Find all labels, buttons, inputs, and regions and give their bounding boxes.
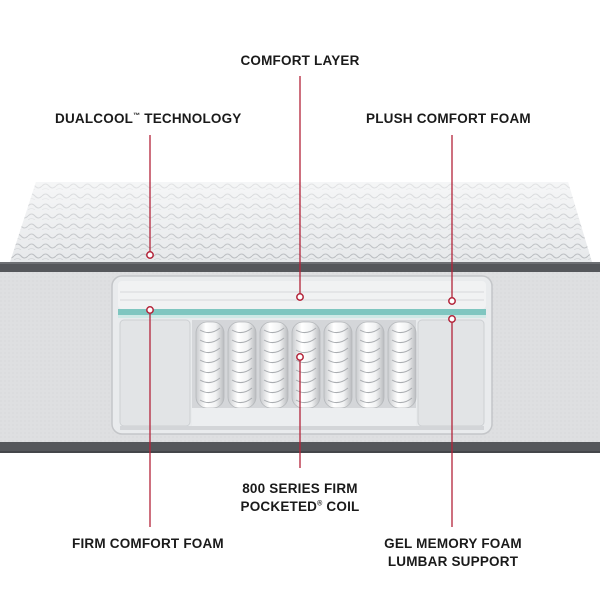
callout-dot-gel-memory-foam — [448, 315, 456, 323]
label-coil: 800 SERIES FIRM POCKETED® COIL — [241, 480, 360, 516]
callout-dot-firm-comfort-foam — [146, 306, 154, 314]
registered-mark: ® — [317, 500, 323, 508]
label-dualcool-rest: TECHNOLOGY — [140, 111, 242, 126]
label-coil-line1: 800 SERIES FIRM — [242, 481, 358, 496]
pocketed-coil — [387, 321, 417, 409]
label-gel-memory-foam: GEL MEMORY FOAM LUMBAR SUPPORT — [384, 535, 522, 571]
cutaway-section — [111, 275, 493, 435]
label-coil-name: POCKETED — [240, 499, 318, 514]
label-plush-comfort-foam-text: PLUSH COMFORT FOAM — [366, 111, 531, 126]
label-coil-line2: POCKETED® COIL — [241, 498, 360, 516]
label-firm-comfort-foam: FIRM COMFORT FOAM — [72, 535, 224, 553]
callout-lines — [149, 76, 453, 527]
pocketed-coil — [355, 321, 385, 409]
label-gel-line1: GEL MEMORY FOAM — [384, 536, 522, 551]
label-coil-rest: COIL — [322, 499, 360, 514]
trademark-mark: ™ — [133, 112, 141, 120]
label-comfort-layer-text: COMFORT LAYER — [240, 53, 360, 68]
pocketed-coils — [195, 321, 417, 409]
pocketed-coil — [227, 321, 257, 409]
firm-comfort-foam-block — [119, 319, 191, 427]
pocketed-coil — [323, 321, 353, 409]
label-gel-line2: LUMBAR SUPPORT — [387, 554, 519, 569]
label-dualcool-name: DUALCOOL — [55, 111, 134, 126]
pocketed-coil — [195, 321, 225, 409]
gel-memory-foam-block — [417, 319, 485, 427]
label-plush-comfort-foam: PLUSH COMFORT FOAM — [366, 110, 531, 128]
label-dualcool-technology: DUALCOOL™ TECHNOLOGY — [55, 110, 242, 128]
quilted-top-surface — [10, 182, 592, 262]
label-firm-comfort-foam-text: FIRM COMFORT FOAM — [72, 536, 224, 551]
callout-dot-dualcool — [146, 251, 154, 259]
callout-dot-comfort-layer — [296, 293, 304, 301]
pocketed-coil — [291, 321, 321, 409]
label-comfort-layer: COMFORT LAYER — [240, 52, 359, 70]
callout-dots — [146, 251, 456, 361]
callout-dot-coil — [296, 353, 304, 361]
pocketed-coil — [259, 321, 289, 409]
callout-dot-plush-comfort-foam — [448, 297, 456, 305]
dualcool-band — [118, 309, 486, 315]
